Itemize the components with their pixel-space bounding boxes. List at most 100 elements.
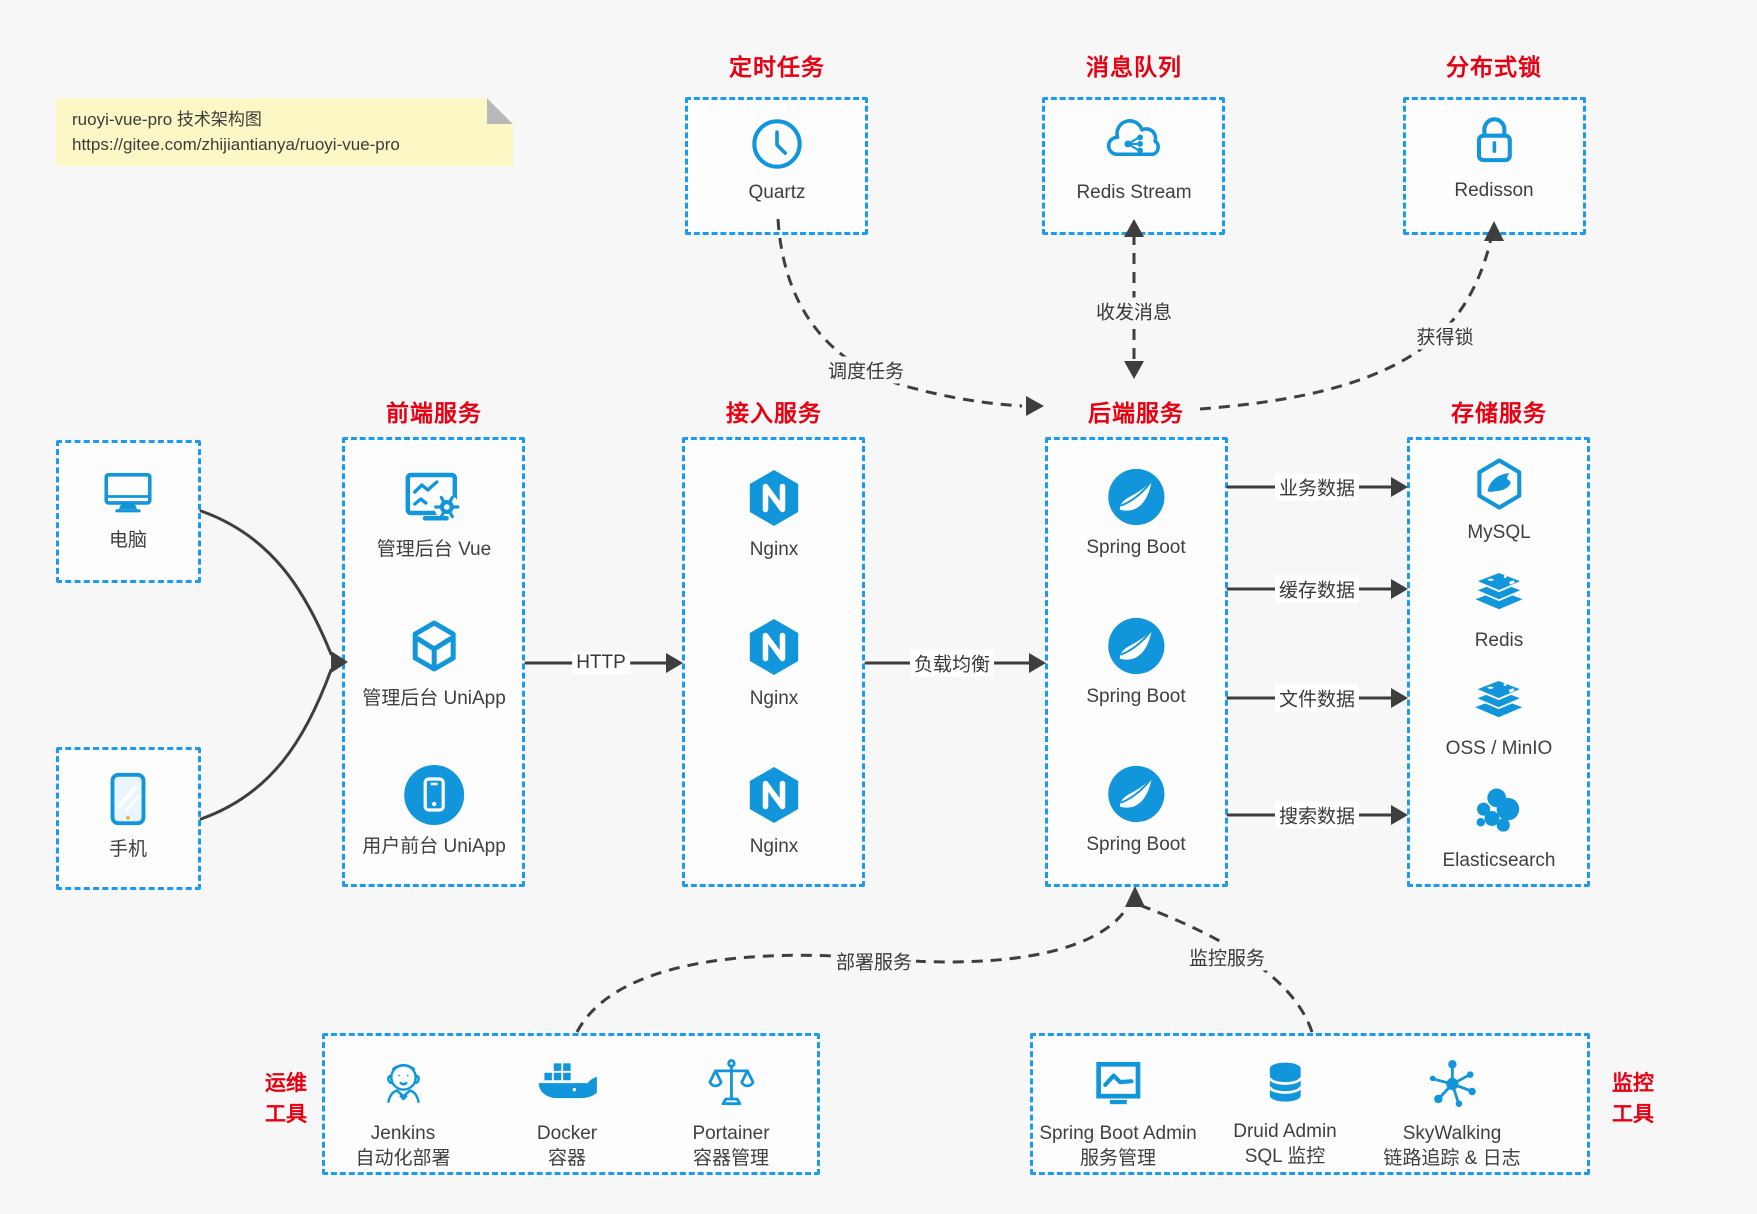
spring-icon [1105, 763, 1167, 825]
spring-icon [1105, 466, 1167, 528]
node-admin-uniapp: 管理后台 UniApp [362, 615, 506, 711]
node-druid-admin: Druid Admin SQL 监控 [1233, 1054, 1337, 1169]
edge-label-search-data: 搜索数据 [1274, 801, 1360, 829]
node-sublabel: 容器管理 [692, 1148, 770, 1169]
edge-label-send-receive-msg: 收发消息 [1091, 297, 1177, 325]
node-label: OSS / MinIO [1445, 738, 1553, 759]
title-distributed-lock: 分布式锁 [1446, 54, 1542, 80]
node-label: Druid Admin [1233, 1121, 1337, 1142]
edge-mobile-to-frontend [199, 668, 333, 821]
node-oss-minio: OSS / MinIO [1445, 671, 1553, 761]
node-sublabel: 服务管理 [1079, 1148, 1156, 1169]
title-frontend: 前端服务 [386, 400, 482, 426]
note-url: https://gitee.com/zhijiantianya/ruoyi-vu… [72, 135, 400, 154]
arrowhead-cache-data [1391, 579, 1408, 599]
title-message-queue: 消息队列 [1086, 54, 1182, 80]
node-label: 管理后台 UniApp [362, 688, 506, 709]
note-fold-corner [487, 98, 513, 124]
node-mobile-client: 手机 [97, 768, 159, 862]
node-docker: Docker 容器 [537, 1054, 597, 1171]
node-user-uniapp: 用户前台 UniApp [362, 763, 506, 859]
edge-schedule-task [776, 218, 1023, 408]
title-storage: 存储服务 [1451, 400, 1547, 426]
node-admin-vue: 管理后台 Vue [377, 466, 491, 562]
arrowhead-msg-down [1124, 361, 1144, 379]
node-label: Redis [1474, 630, 1524, 651]
node-sublabel: 容器 [547, 1148, 586, 1169]
edge-label-cache-data: 缓存数据 [1274, 575, 1360, 603]
node-label: Nginx [749, 688, 799, 709]
node-label: Spring Boot Admin [1039, 1123, 1197, 1144]
node-jenkins: Jenkins 自动化部署 [355, 1054, 451, 1171]
node-label: MySQL [1467, 522, 1531, 543]
sticky-note: ruoyi-vue-pro 技术架构图 https://gitee.com/zh… [56, 98, 513, 166]
node-elasticsearch: Elasticsearch [1443, 781, 1556, 873]
jenkins-icon [373, 1054, 433, 1114]
title-gateway: 接入服务 [726, 400, 822, 426]
monitor-icon [99, 463, 157, 521]
node-label: Redisson [1454, 180, 1534, 201]
portainer-icon [701, 1054, 761, 1114]
node-spring-boot-3: Spring Boot [1086, 763, 1186, 857]
edge-label-monitor-service: 监控服务 [1184, 943, 1270, 971]
nginx-icon [742, 615, 806, 679]
edge-pc-to-frontend [199, 509, 333, 656]
node-label: 管理后台 Vue [376, 539, 492, 560]
edge-label-deploy-service: 部署服务 [831, 947, 917, 975]
scheduler-box [685, 97, 868, 235]
node-label: 用户前台 UniApp [362, 836, 506, 857]
arrowhead-into-backend [1125, 886, 1145, 907]
node-portainer: Portainer 容器管理 [692, 1054, 770, 1171]
node-label: Nginx [749, 539, 799, 560]
node-nginx-2: Nginx [742, 615, 806, 711]
node-label: Docker [536, 1123, 598, 1144]
spring-icon [1105, 615, 1167, 677]
uniapp-cube-icon [402, 615, 466, 679]
node-sublabel: 自动化部署 [355, 1148, 451, 1169]
node-quartz: Quartz [748, 115, 806, 205]
arrowhead-schedule-task [1026, 396, 1044, 416]
edge-label-http: HTTP [572, 652, 630, 674]
title-monitoring-tools: 监控 工具 [1612, 1072, 1654, 1126]
edge-label-file-data: 文件数据 [1274, 684, 1360, 712]
druid-icon [1256, 1054, 1314, 1112]
node-label: Jenkins [370, 1123, 436, 1144]
node-pc-client: 电脑 [99, 463, 157, 553]
arrowhead-business-data [1391, 477, 1408, 497]
arrowhead-msg-up [1124, 219, 1144, 237]
oss-stack-icon [1470, 671, 1528, 729]
node-label: Redis Stream [1076, 182, 1192, 203]
node-spring-boot-admin: Spring Boot Admin 服务管理 [1039, 1054, 1197, 1171]
arrowhead-search-data [1391, 805, 1408, 825]
node-nginx-3: Nginx [742, 763, 806, 859]
elasticsearch-icon [1469, 781, 1529, 841]
title-ops-tools: 运维 工具 [265, 1072, 307, 1126]
node-spring-boot-1: Spring Boot [1086, 466, 1186, 560]
title-backend: 后端服务 [1088, 400, 1184, 426]
node-label: 手机 [108, 839, 147, 860]
edge-monitor-service [1141, 904, 1314, 1033]
docker-icon [537, 1054, 597, 1114]
node-sublabel: SQL 监控 [1244, 1146, 1326, 1167]
arrowhead-acquire-lock [1484, 221, 1504, 241]
node-redis-stream: Redis Stream [1076, 113, 1192, 205]
node-label: 电脑 [108, 530, 147, 551]
node-spring-boot-2: Spring Boot [1086, 615, 1186, 709]
node-sublabel: 链路追踪 & 日志 [1383, 1148, 1521, 1169]
lock-icon [1465, 113, 1523, 171]
node-skywalking: SkyWalking 链路追踪 & 日志 [1383, 1054, 1521, 1171]
nginx-icon [742, 763, 806, 827]
user-app-icon [402, 763, 466, 827]
note-title: ruoyi-vue-pro 技术架构图 [72, 110, 262, 129]
redis-stack-icon [1470, 563, 1528, 621]
skywalking-icon [1422, 1054, 1482, 1114]
cloud-stream-icon [1104, 113, 1164, 173]
node-label: Spring Boot [1086, 537, 1186, 558]
node-redisson: Redisson [1454, 113, 1534, 203]
node-redis: Redis [1470, 563, 1528, 653]
node-nginx-1: Nginx [742, 466, 806, 562]
edge-label-business-data: 业务数据 [1274, 473, 1360, 501]
clock-icon [748, 115, 806, 173]
edge-label-schedule-task: 调度任务 [823, 356, 909, 384]
